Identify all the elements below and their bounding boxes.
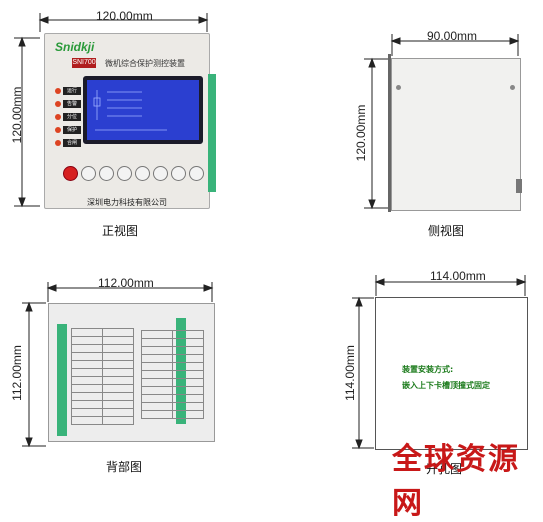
red-key[interactable] — [63, 166, 78, 181]
key-3[interactable] — [117, 166, 132, 181]
led-alarm: 告警 — [55, 100, 81, 108]
rear-terminal-left — [57, 324, 67, 436]
cutout-outline: 装置安装方式: 嵌入上下卡槽顶撞式固定 — [375, 297, 528, 450]
front-caption: 正视图 — [102, 224, 139, 238]
rear-panel — [48, 303, 215, 442]
keypad — [63, 166, 207, 181]
screw-icon — [396, 85, 401, 90]
key-6[interactable] — [171, 166, 186, 181]
install-note-body: 嵌入上下卡槽顶撞式固定 — [402, 381, 490, 390]
side-panel — [391, 58, 522, 211]
device-title: 微机综合保护测控装置 — [105, 59, 185, 68]
watermark: 全球资源网 — [392, 442, 520, 521]
lcd-screen — [83, 76, 203, 144]
rear-width-label: 112.00mm — [98, 276, 154, 290]
side-width-label: 90.00mm — [427, 29, 478, 43]
key-2[interactable] — [99, 166, 114, 181]
lcd-content — [93, 90, 167, 131]
front-panel: Snidkji SNI700 微机综合保护测控装置 运行 告警 分位 保护 合闸… — [44, 33, 210, 209]
key-5[interactable] — [153, 166, 168, 181]
front-height-label: 120.00mm — [10, 86, 24, 144]
side-caption: 侧视图 — [428, 224, 465, 238]
company-name: 深圳电力科技有限公司 — [87, 198, 167, 207]
rear-wiring-table-right — [141, 330, 204, 419]
side-connector — [516, 179, 522, 193]
key-4[interactable] — [135, 166, 150, 181]
front-width-label: 120.00mm — [96, 9, 153, 23]
led-indicators: 运行 告警 分位 保护 合闸 — [55, 87, 81, 152]
rear-height-label: 112.00mm — [10, 345, 24, 401]
model-badge: SNI700 — [72, 58, 96, 68]
led-open: 分位 — [55, 113, 81, 121]
cutout-height-label: 114.00mm — [343, 345, 357, 401]
led-run: 运行 — [55, 87, 81, 95]
side-front-edge — [388, 54, 391, 212]
screw-icon — [510, 85, 515, 90]
side-height-label: 120.00mm — [354, 104, 368, 162]
key-7[interactable] — [189, 166, 204, 181]
rear-caption: 背部图 — [106, 460, 143, 474]
dimension-lines — [14, 13, 527, 450]
led-protect: 保护 — [55, 126, 81, 134]
cutout-width-label: 114.00mm — [430, 269, 486, 283]
install-note-title: 装置安装方式: — [402, 365, 454, 374]
led-close: 合闸 — [55, 139, 81, 147]
cutout-caption: 开孔图 — [426, 462, 463, 476]
brand-logo: Snidkji — [55, 40, 95, 54]
key-1[interactable] — [81, 166, 96, 181]
rear-wiring-table-left — [71, 328, 134, 425]
front-terminal-block — [208, 74, 216, 192]
